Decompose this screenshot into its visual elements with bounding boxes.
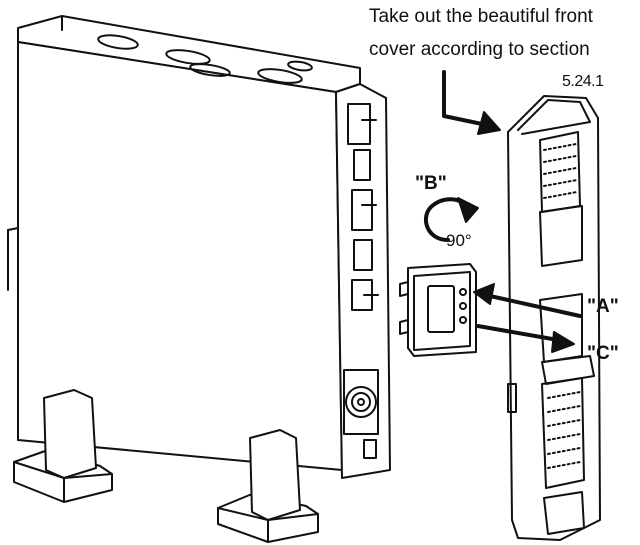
caption-line-1: Take out the beautiful front xyxy=(369,6,593,27)
label-b: "B" xyxy=(415,173,447,194)
stand-foot-left xyxy=(14,390,112,502)
arrow-c-head xyxy=(552,332,574,352)
caption-line-2: cover according to section xyxy=(369,39,590,60)
arrow-a-head xyxy=(474,284,494,304)
rotation-angle-label: 90° xyxy=(446,231,472,250)
rotation-arrow-head xyxy=(458,198,478,222)
label-c: "C" xyxy=(587,343,619,364)
arrow-to-cover-head xyxy=(478,112,500,134)
ups-tower xyxy=(8,16,390,478)
front-cover xyxy=(508,96,600,540)
stand-foot-right xyxy=(218,430,318,542)
caption-section-number: 5.24.1 xyxy=(562,73,604,90)
arrow-to-cover xyxy=(444,72,482,124)
label-a: "A" xyxy=(587,296,619,317)
lcd-module xyxy=(400,264,476,356)
arrow-a xyxy=(490,296,580,316)
arrow-c xyxy=(478,326,558,340)
